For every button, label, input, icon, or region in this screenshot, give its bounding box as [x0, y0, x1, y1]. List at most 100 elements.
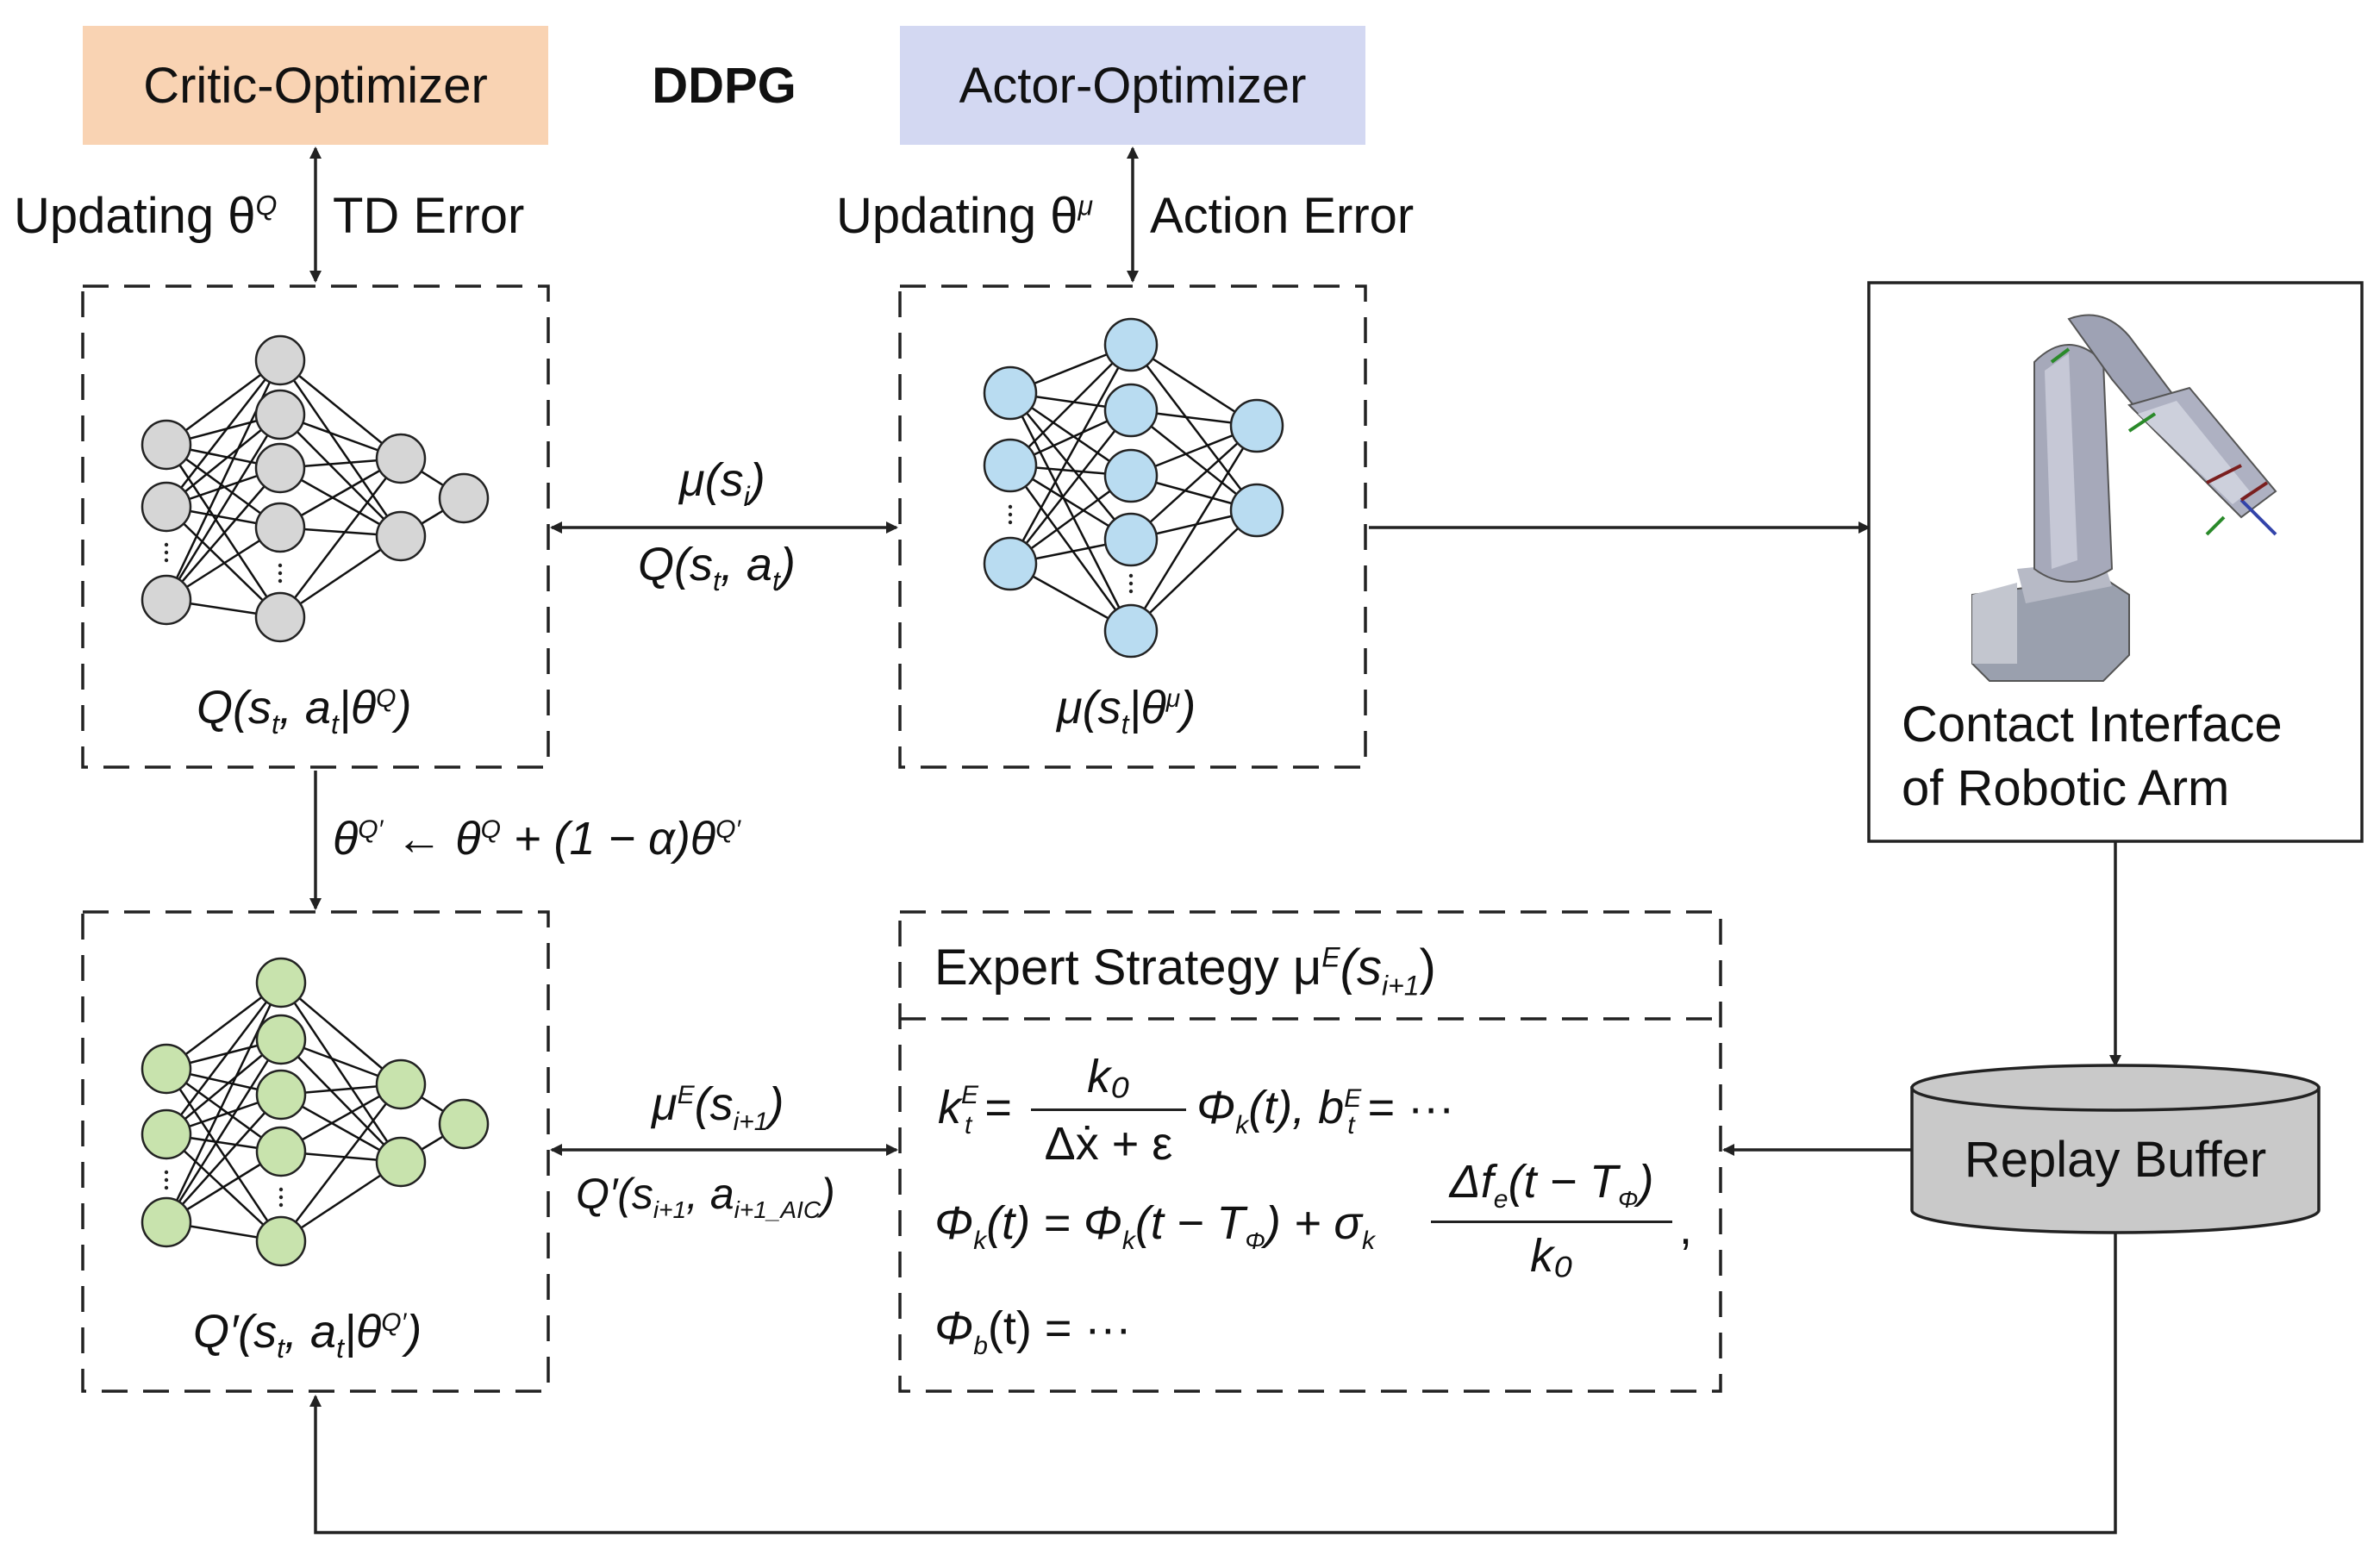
- network-edge: [1130, 425, 1258, 540]
- network-node: [438, 472, 490, 524]
- robotic-arm-image: [1971, 314, 2277, 682]
- replay-buffer-cylinder: [1910, 1064, 2321, 1234]
- target-net-sub: t: [277, 1332, 285, 1364]
- critic-updating-text: Updating θ: [14, 188, 256, 244]
- q-prime-label: Q′(si+1, ai+1_AIC): [576, 1172, 835, 1222]
- eq1-b: (t), b: [1248, 1082, 1345, 1133]
- eq1-lhs: kEt =: [938, 1082, 1012, 1139]
- soft-update-t1: θ: [333, 813, 359, 865]
- network-node: [255, 957, 307, 1008]
- eq2-num-t: (t − T: [1508, 1156, 1618, 1208]
- network-node: [141, 1196, 192, 1248]
- network-edge: [166, 359, 281, 508]
- critic-net-end: ): [396, 682, 412, 734]
- ellipsis-dot: [278, 578, 283, 584]
- eq1-denominator: Δẋ + ε: [1044, 1118, 1173, 1170]
- ellipsis-dot: [164, 1170, 169, 1175]
- target-net-label: Q′(st, at|θQ′): [193, 1308, 422, 1362]
- ellipsis-dot: [278, 1187, 284, 1192]
- eq1-fraction-bar: [1031, 1108, 1186, 1111]
- replay-buffer-label: Replay Buffer: [1964, 1131, 2267, 1188]
- eq2-mid-sub: k: [1121, 1226, 1135, 1255]
- network-node: [255, 1014, 307, 1065]
- ellipsis-dot: [278, 571, 283, 576]
- eq2-num-df: Δf: [1449, 1156, 1494, 1208]
- action-error-label: Action Error: [1150, 188, 1415, 244]
- network-edge: [280, 982, 402, 1085]
- network-edge: [165, 1039, 283, 1223]
- eq2-mid3: ) + σ: [1265, 1197, 1362, 1249]
- network-node: [141, 419, 192, 471]
- ellipsis-dot: [1128, 573, 1134, 578]
- q-prime-text: Q′(s: [576, 1170, 653, 1218]
- critic-net-sup: Q: [376, 684, 397, 713]
- network-edge: [166, 982, 282, 1135]
- ellipsis-dot: [164, 1185, 169, 1190]
- soft-update-s1: Q′: [358, 815, 384, 844]
- network-node: [1103, 317, 1159, 372]
- critic-net-sub-t2: t: [330, 708, 339, 740]
- actor-optimizer-box: [900, 26, 1365, 145]
- q-prime-a: , a: [686, 1170, 734, 1218]
- eq2-lhs: Φk(t) = Φk(t − TΦ) + σk: [934, 1200, 1375, 1254]
- network-edge: [1130, 509, 1258, 632]
- network-edge: [279, 982, 403, 1163]
- eq1-k: k: [938, 1082, 961, 1133]
- network-edge: [1009, 344, 1132, 466]
- network-edge: [1009, 344, 1133, 565]
- robot-label-line1: Contact Interface: [1902, 696, 2283, 752]
- network-edge: [165, 414, 282, 601]
- actor-optimizer-label: Actor-Optimizer: [959, 57, 1307, 114]
- ellipsis-dot: [1128, 589, 1134, 594]
- target-critic-network-box: [81, 910, 550, 1393]
- eq3: Φb(t) = ···: [934, 1305, 1131, 1359]
- expert-strategy-box: [898, 910, 1722, 1393]
- actor-network: [983, 317, 1284, 659]
- mu-si-label: μ(si): [679, 457, 765, 510]
- mu-e-sup: E: [677, 1081, 695, 1109]
- target-net-sup: Q′: [381, 1308, 407, 1337]
- q-st-text: Q(s: [638, 539, 713, 590]
- eq2-numerator: Δfe(t − TΦ): [1431, 1158, 1672, 1213]
- eq2-num-sub: e: [1493, 1184, 1509, 1214]
- mu-si-end: ): [749, 454, 765, 506]
- network-edge: [280, 1083, 402, 1242]
- soft-update-t2: ← θ: [383, 813, 481, 865]
- network-node: [375, 1136, 427, 1188]
- q-prime-sub2: i+1_AIC: [734, 1196, 821, 1223]
- ellipsis-dot: [278, 563, 283, 568]
- actor-network-box: [898, 284, 1367, 769]
- eq2-phi: Φ: [934, 1197, 974, 1249]
- soft-update-s3: Q′: [715, 815, 741, 844]
- ellipsis-dot: [1008, 512, 1013, 517]
- critic-network: [141, 334, 490, 643]
- ellipsis-dot: [278, 1202, 284, 1208]
- network-node: [983, 365, 1038, 421]
- buffer-target-arrow: [309, 1233, 2117, 1534]
- eq2-fraction-bar: [1431, 1221, 1672, 1223]
- expert-title-s: (s: [1340, 940, 1382, 996]
- eq1-b-sup: E: [1344, 1084, 1362, 1113]
- network-edge: [165, 1068, 283, 1242]
- network-node: [254, 502, 306, 553]
- critic-updating-label: Updating θQ: [14, 191, 277, 241]
- network-edge: [278, 359, 403, 537]
- actor-net-sub: t: [1121, 708, 1129, 740]
- actor-net-mu: μ(s: [1057, 682, 1121, 734]
- mu-e-text: μ: [652, 1078, 678, 1130]
- network-node: [375, 433, 427, 484]
- eq2-num-end: ): [1638, 1156, 1654, 1208]
- network-node: [1103, 603, 1159, 659]
- network-edge: [279, 458, 402, 618]
- expert-title-text: Expert Strategy μ: [934, 940, 1322, 996]
- actor-updating-label: Updating θμ: [836, 191, 1093, 241]
- robot-label-line2: of Robotic Arm: [1902, 760, 2230, 816]
- ellipsis-dot: [1008, 504, 1013, 509]
- eq3-sub: b: [973, 1331, 988, 1360]
- mu-si-text: μ(s: [679, 454, 744, 506]
- eq1-dots: = ···: [1354, 1082, 1455, 1133]
- target-net-a: , a: [284, 1306, 337, 1358]
- q-prime-end: ): [821, 1170, 835, 1218]
- network-node: [1103, 512, 1159, 567]
- actor-updating-sup: μ: [1078, 190, 1094, 222]
